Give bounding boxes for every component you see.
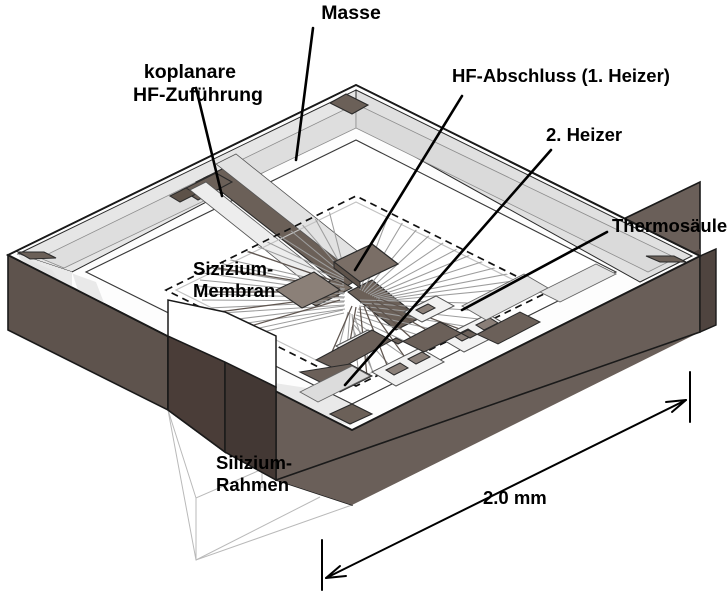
label-koplanare-line1: koplanare HF-Zuführung [133,61,263,106]
bond-pad [370,347,446,387]
edge-metal-strip [538,263,618,303]
label-thermosaeule: Thermosäule [612,215,728,236]
label-sizizium-membran: Sizizium- Membran [193,258,276,301]
label-hf-abschluss: HF-Abschluss (1. Heizer) [452,65,670,86]
cutaway-wedge [167,299,277,482]
dim-arrow-right [665,399,687,413]
leader-thermosaeule [460,230,609,312]
label-heizer-2: 2. Heizer [546,124,623,145]
leader-masse [294,26,315,162]
leader-heizer2 [343,148,553,387]
label-koplanare-hf-zufuehrung: koplanare HF-Zuführung [133,38,313,107]
dim-measure-line [325,399,687,579]
corner-pad-west [15,251,57,260]
bond-pad [402,295,456,323]
corner-pad-south [328,403,374,425]
dimension-line-group [321,371,691,591]
label-masse: Masse [321,2,381,24]
label-dimension-2mm: 2.0 mm [483,487,547,508]
koplanare-hf-zufuehrung [168,153,377,301]
leader-lines [194,26,609,387]
corner-pad-north [328,93,370,115]
hf-abschluss-1-heizer [332,243,400,290]
pad-routing-metal [314,311,542,371]
heizer2-pad [274,271,342,309]
leader-koplanare [194,86,224,198]
dim-arrow-left [325,565,347,579]
label-silizium-rahmen: Silizium- Rahmen [216,452,293,495]
sidewall-right-cap [699,247,717,334]
leader-hf-abschluss [353,94,464,272]
